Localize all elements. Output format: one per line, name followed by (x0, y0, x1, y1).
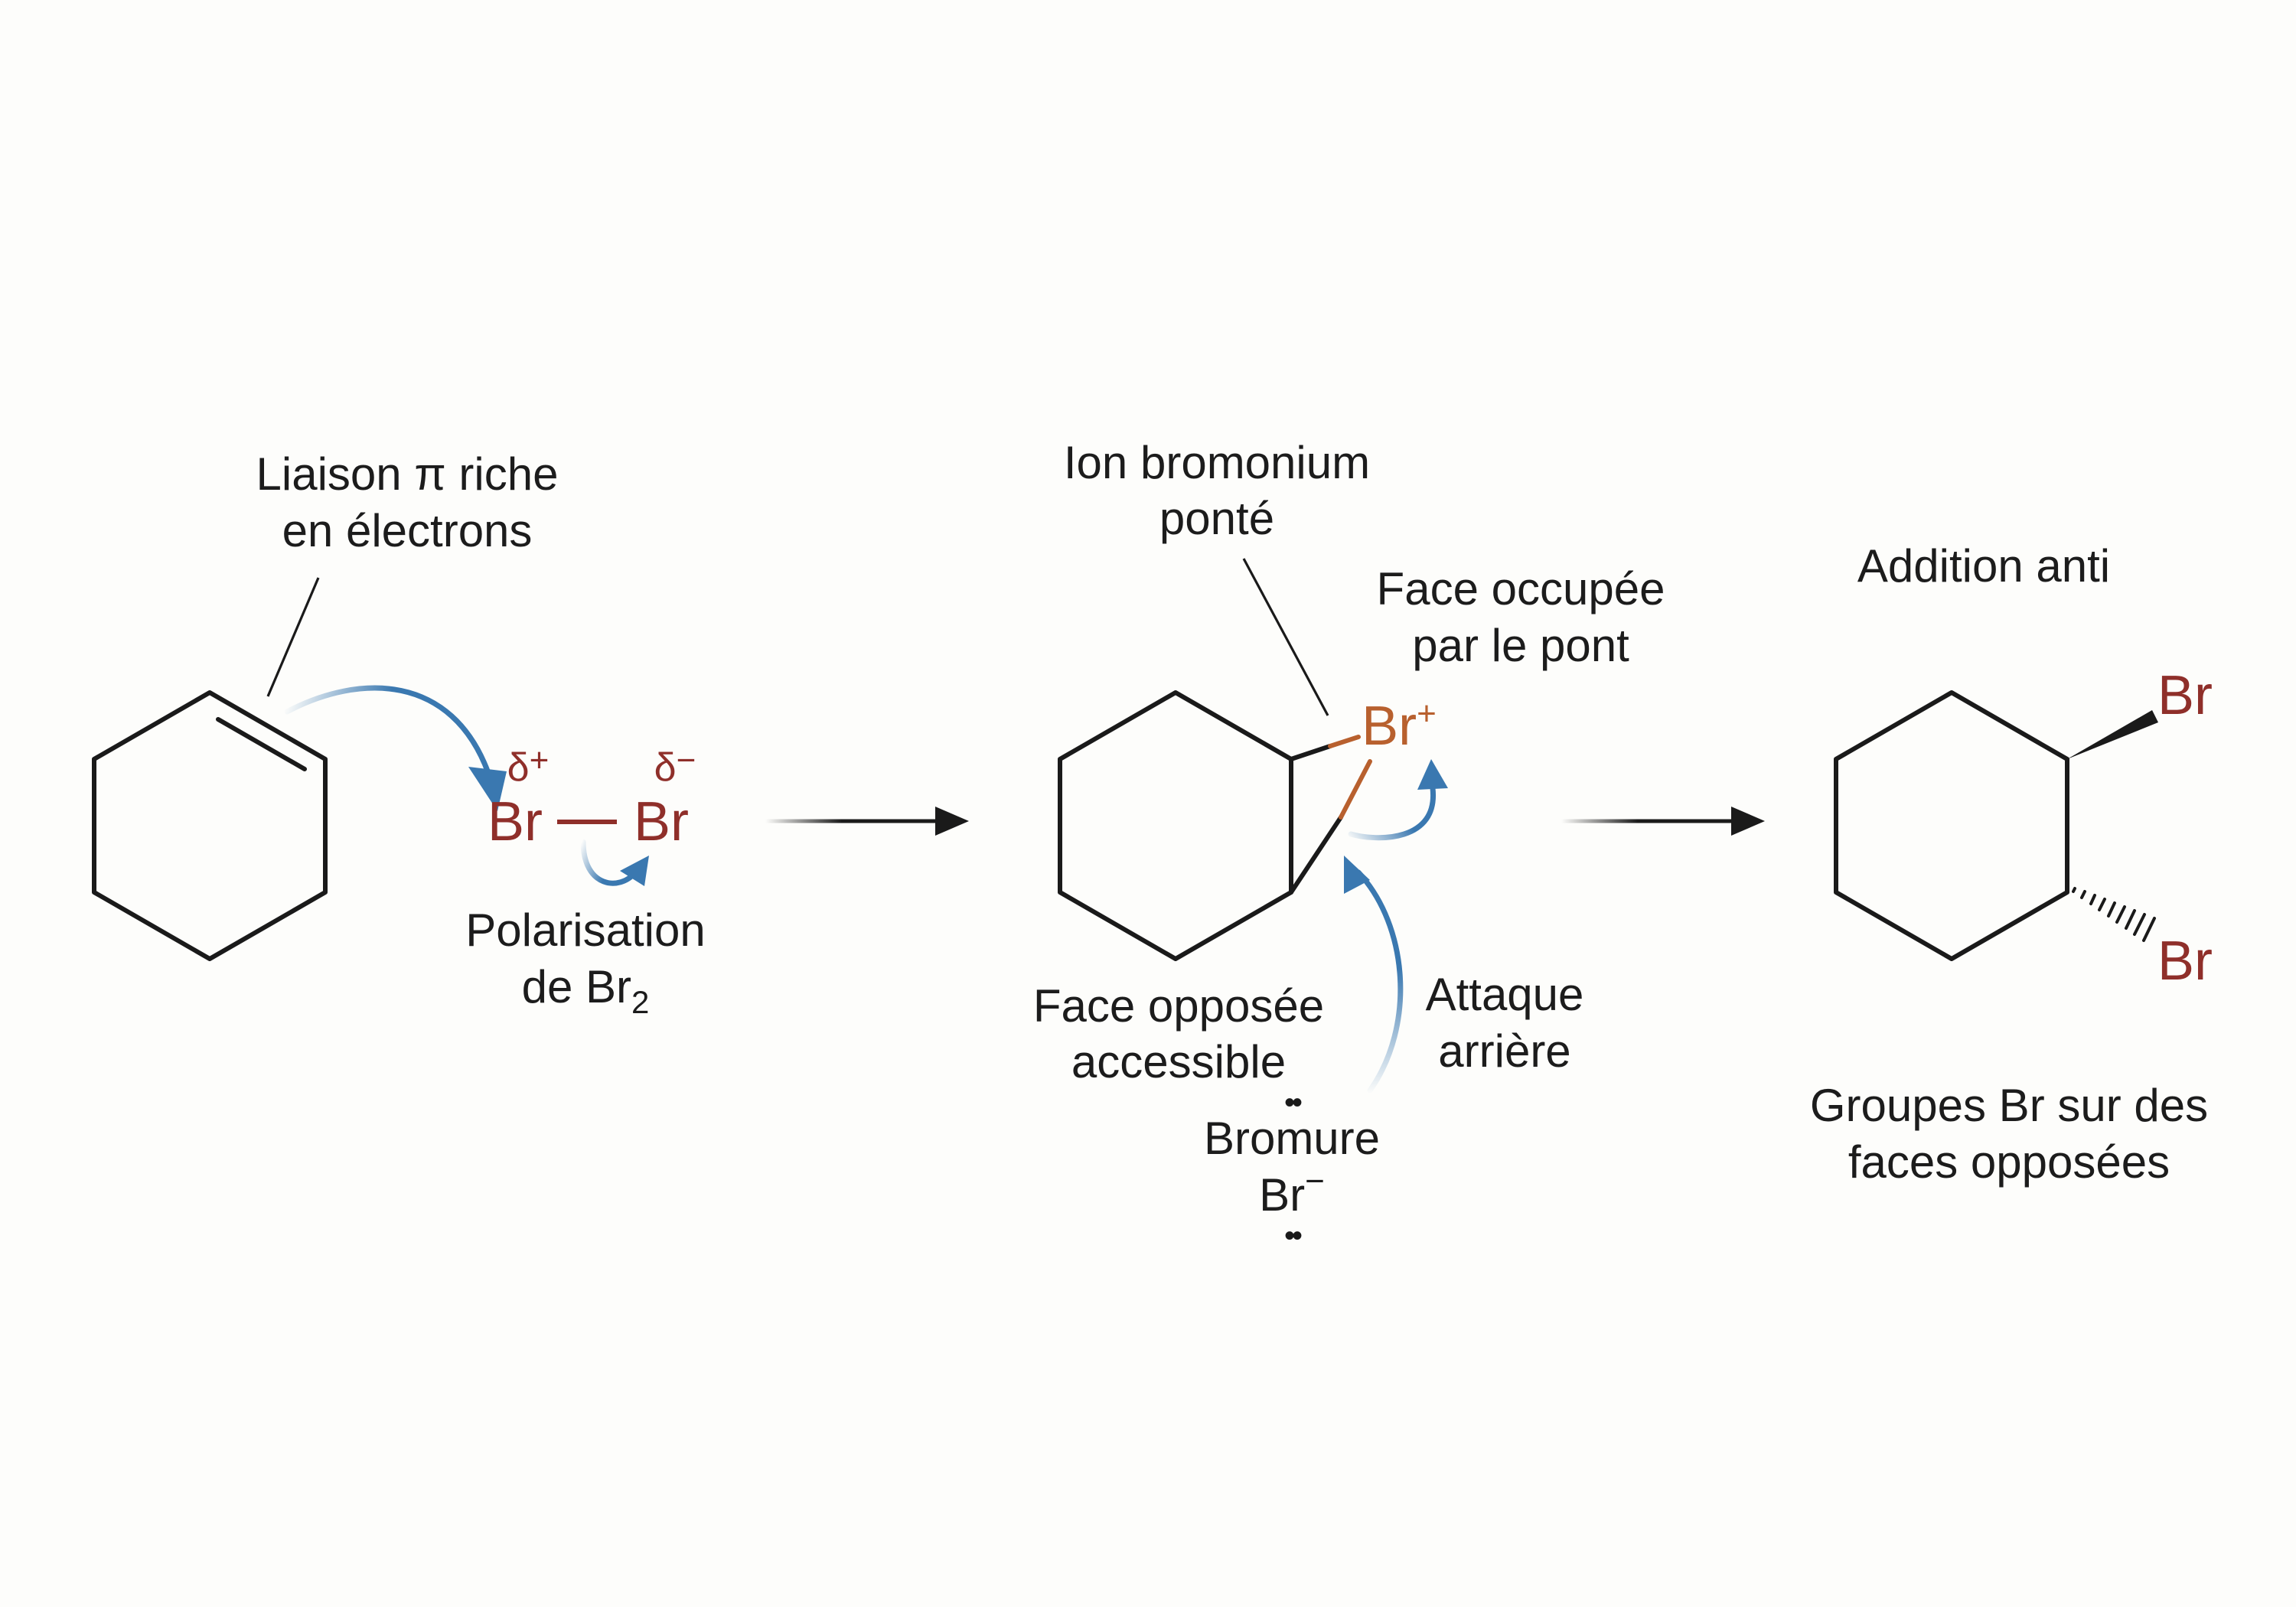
cyclohexene-molecule (92, 690, 328, 961)
pi-bond-label-line2: en électrons (282, 505, 533, 556)
occupied-face-label-line1: Face occupée (1377, 563, 1665, 614)
bromonium-ion-molecule: Br+ (1058, 690, 1437, 961)
polarisation-label-line2: de Br2 (522, 961, 650, 1020)
opposite-face-label-line2: accessible (1071, 1036, 1286, 1087)
product-caption-line2: faces opposées (1848, 1136, 2170, 1188)
hashed-bond-to-br-bottom (2072, 887, 2156, 942)
bromide-label: Bromure (1204, 1113, 1380, 1164)
bromonium-bond-lower-br (1339, 759, 1372, 820)
bromide-ion: •• Bromure Br− •• (1204, 1086, 1380, 1253)
bromonium-bond-upper (1289, 744, 1332, 761)
dibromocyclohexane-molecule: Br Br (1834, 665, 2213, 992)
bromonium-label-line1: Ion bromonium (1064, 437, 1370, 488)
product-caption-line1: Groupes Br sur des (1810, 1080, 2208, 1131)
bromonium-leader-line (1242, 558, 1329, 716)
reaction-arrow-2-head (1731, 807, 1765, 836)
backside-attack-label-line1: Attaque (1426, 969, 1584, 1020)
wedge-bond-to-br-top (2067, 710, 2158, 759)
polarisation-label-line1: Polarisation (465, 905, 706, 956)
bromine-atom-right: Br (634, 791, 689, 852)
bromonium-bond-lower (1289, 815, 1343, 895)
cyclohexene-double-bond (216, 717, 307, 771)
anti-addition-title: Addition anti (1857, 540, 2110, 592)
backside-attack-label: Attaque arrière (1426, 969, 1584, 1077)
bromonium-bond-upper-br (1328, 735, 1361, 748)
pi-bond-label: Liaison π riche en électrons (256, 448, 559, 556)
backside-attack-arrowhead (1344, 856, 1370, 894)
pi-bond-label-line1: Liaison π riche (256, 448, 559, 500)
product-bromine-bottom: Br (2157, 931, 2213, 992)
bromide-symbol: Br− (1259, 1162, 1325, 1221)
delta-plus-symbol: δ+ (507, 742, 550, 790)
bromine-molecule: δ+ δ− Br Br (488, 742, 696, 852)
bromonium-ring (1058, 690, 1293, 961)
bridge-formation-curved-arrow (1348, 785, 1436, 841)
bromonium-label: Ion bromonium ponté (1064, 437, 1370, 544)
polarisation-label: Polarisation de Br2 (465, 905, 706, 1020)
pi-bond-leader-line (266, 577, 320, 697)
bromide-lone-pair-bottom: •• (1284, 1219, 1302, 1253)
polarisation-curved-arrow (580, 839, 638, 886)
occupied-face-label-line2: par le pont (1412, 620, 1629, 671)
bromonium-label-line2: ponté (1159, 493, 1274, 544)
reaction-arrow-1-head (935, 807, 969, 836)
backside-attack-curved-arrow (1355, 869, 1404, 1094)
polarisation-arrowhead (620, 856, 649, 886)
pi-to-bromine-curved-arrow (284, 685, 491, 776)
product-caption: Groupes Br sur des faces opposées (1810, 1080, 2208, 1188)
opposite-face-label-line1: Face opposée (1033, 980, 1324, 1032)
cyclohexene-ring (92, 690, 328, 961)
opposite-face-label: Face opposée accessible (1033, 980, 1324, 1087)
bridge-formation-arrowhead (1417, 759, 1448, 790)
bromine-atom-left: Br (488, 791, 543, 852)
delta-minus-symbol: δ− (654, 742, 696, 790)
backside-attack-label-line2: arrière (1438, 1025, 1570, 1077)
occupied-face-label: Face occupée par le pont (1377, 563, 1665, 671)
bromonium-bromine-atom: Br+ (1362, 695, 1437, 757)
pi-to-bromine-arrowhead (468, 767, 507, 811)
product-bromine-top: Br (2157, 665, 2213, 726)
product-ring (1834, 690, 2069, 961)
